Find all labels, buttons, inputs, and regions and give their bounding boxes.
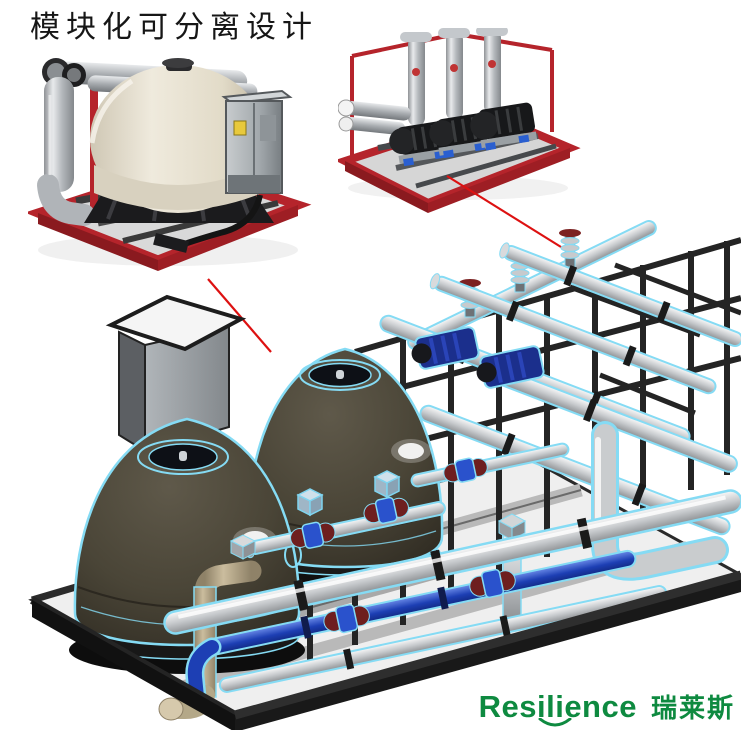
butterfly-valve bbox=[443, 457, 488, 483]
tank-module-photo bbox=[28, 58, 312, 271]
pump-motors bbox=[411, 326, 545, 389]
butterfly-valve bbox=[363, 496, 409, 525]
blue-manifold bbox=[185, 549, 637, 707]
brand-logo-chinese: 瑞莱斯 bbox=[650, 693, 735, 723]
butterfly-valve bbox=[290, 521, 336, 549]
butterfly-valve-blue bbox=[323, 604, 370, 634]
fiberglass-tank bbox=[84, 58, 274, 223]
gate-valve-box bbox=[373, 470, 401, 499]
butterfly-valve-blue bbox=[469, 568, 516, 599]
front-header-pipe bbox=[163, 489, 741, 635]
logo-smile-icon bbox=[538, 718, 572, 727]
tank-outlet-manifolds bbox=[229, 442, 570, 560]
cable-box bbox=[153, 232, 189, 253]
pump-module-photo bbox=[338, 28, 581, 213]
actuator-cube bbox=[229, 534, 257, 560]
skid-front-rails bbox=[30, 570, 741, 730]
pump-units bbox=[389, 102, 538, 167]
suction-pipes bbox=[338, 99, 411, 136]
control-cabinet bbox=[221, 89, 293, 194]
gray-riser-pipe bbox=[497, 513, 527, 621]
assembled-skid-render bbox=[28, 220, 741, 730]
gate-valve-box bbox=[296, 488, 324, 517]
vent-duct bbox=[105, 294, 247, 453]
pump-riser-pipes bbox=[400, 28, 508, 126]
page-title: 模块化可分离设计 bbox=[30, 11, 318, 44]
